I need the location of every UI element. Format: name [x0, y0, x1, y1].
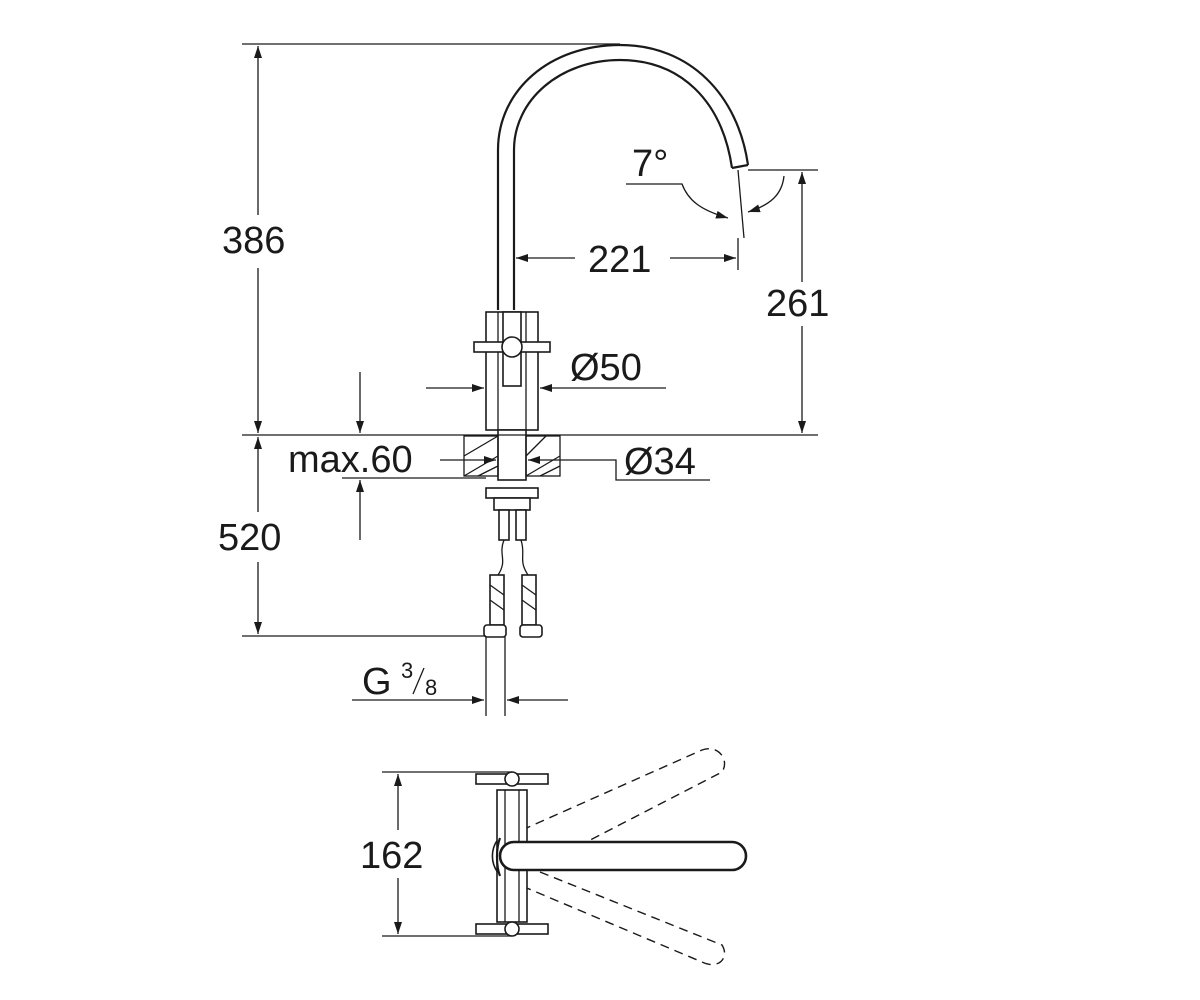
cross-handle-side [473, 311, 551, 387]
dim-spout-angle: 7° [626, 143, 785, 219]
label-connection-num: 3 [401, 658, 413, 683]
label-connection-den: 8 [425, 675, 437, 700]
dim-base-diameter: Ø50 [426, 347, 666, 392]
top-handle-lower-hub [504, 921, 520, 937]
spout-outer-line [496, 43, 750, 310]
dim-max-deck: max.60 [288, 372, 486, 540]
flexible-hoses [483, 509, 543, 638]
dim-spout-reach: 221 [513, 238, 736, 281]
spout-inner-line [512, 58, 734, 310]
base-shadow-line [495, 837, 502, 877]
lever-swivel-upper [521, 748, 726, 867]
fixing-nut [485, 487, 539, 499]
fraction-slash [412, 667, 425, 695]
label-base-diameter: Ø50 [570, 347, 642, 389]
label-handle-span: 162 [360, 835, 423, 877]
top-view [475, 748, 748, 966]
dim-spout-height: 261 [766, 172, 829, 433]
top-handle-upper-hub [504, 771, 520, 787]
dim-total-height: 386 [222, 46, 285, 433]
lever-swivel-lower [521, 871, 726, 966]
label-hose-length: 520 [218, 517, 281, 559]
dim-handle-span: 162 [360, 774, 423, 934]
label-spout-angle: 7° [632, 143, 668, 185]
dim-hose-length: 520 [218, 437, 281, 634]
dim-connection: G 3 8 [352, 658, 568, 704]
mount-shank [497, 429, 527, 481]
deck-hatch [463, 435, 561, 477]
lever-solid [498, 840, 748, 872]
label-mount-diameter: Ø34 [624, 441, 696, 483]
fixing-plate [493, 497, 531, 511]
dim-mount-diameter: Ø34 [440, 441, 710, 483]
spout-flow-line [737, 169, 745, 239]
label-total-height: 386 [222, 220, 285, 262]
side-view [463, 43, 750, 716]
spout-tip [731, 163, 749, 170]
label-connection-g: G [362, 661, 392, 703]
label-spout-reach: 221 [588, 239, 651, 281]
label-max-deck: max.60 [288, 439, 413, 481]
label-spout-height: 261 [766, 283, 829, 325]
